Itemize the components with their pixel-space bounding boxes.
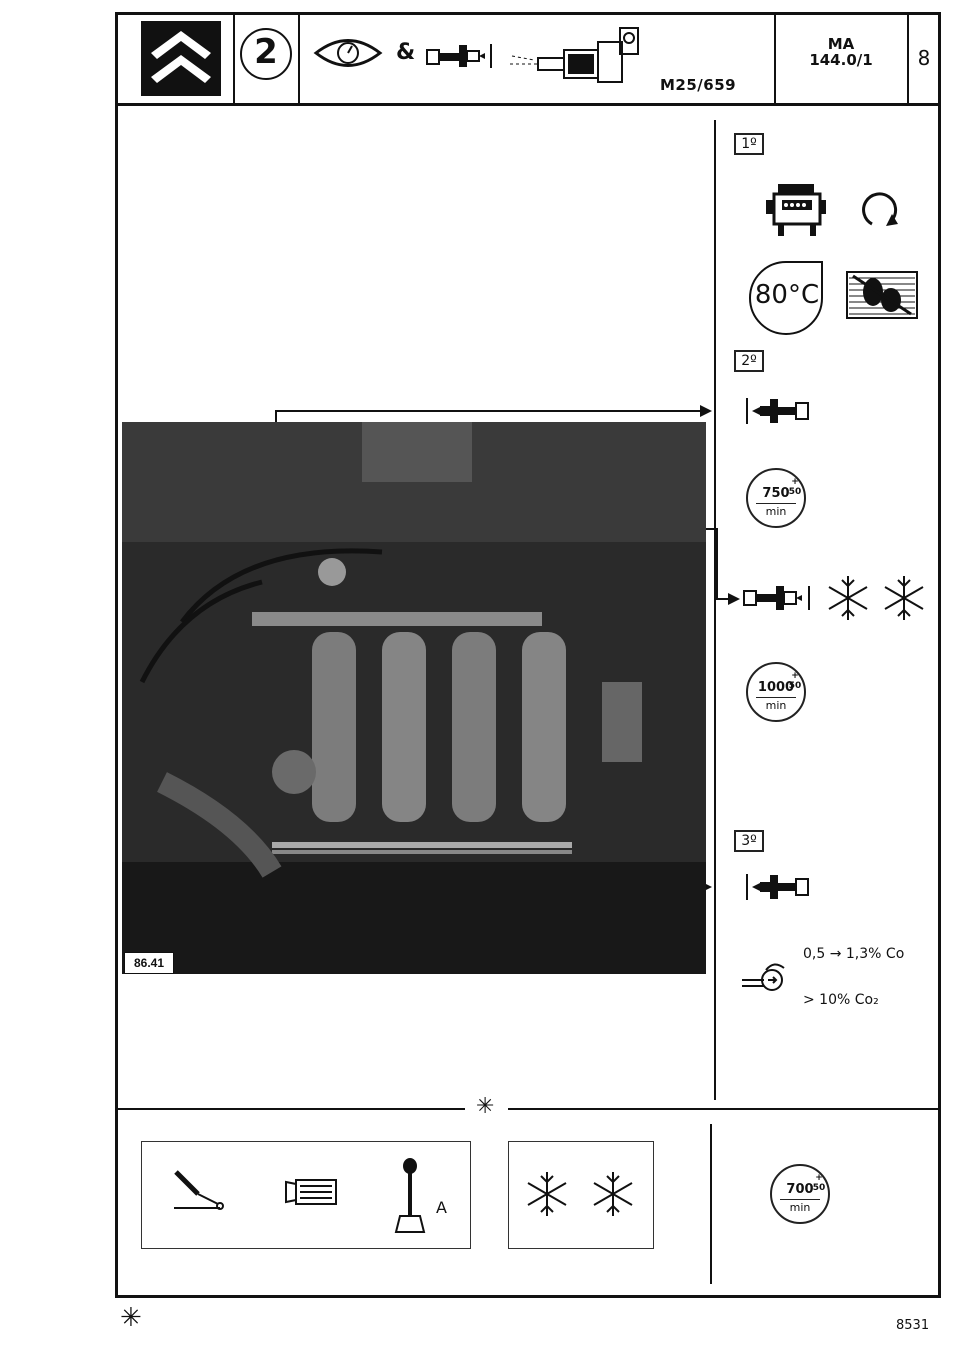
rpm-value: 750	[762, 486, 790, 501]
co2-reading: > 10% Co₂	[803, 992, 879, 1008]
rpm-unit: min	[765, 699, 787, 712]
ampersand: &	[396, 40, 416, 65]
arrow-head	[700, 405, 712, 417]
section-divider	[508, 1108, 941, 1110]
ac-off-box	[508, 1141, 654, 1249]
header-divider	[774, 12, 776, 106]
section-divider	[115, 1108, 465, 1110]
rpm-tolerance: + 50	[788, 477, 802, 497]
idle-screw-icon	[744, 396, 814, 426]
gear-label: A	[436, 1198, 447, 1217]
handbrake-icon	[168, 1168, 228, 1214]
step-number: 2	[254, 32, 278, 72]
reference-code: M25/659	[660, 76, 737, 94]
rpm-tolerance: + 50	[788, 671, 802, 691]
gear-lever-icon	[390, 1156, 430, 1236]
headlight-icon	[282, 1172, 342, 1212]
fan-off-icon	[845, 270, 919, 320]
rpm-value: 1000	[757, 680, 795, 695]
conditions-box: A	[141, 1141, 471, 1249]
snowflake-icon	[824, 574, 872, 622]
rpm-1000-dial: 1000 + 50 min	[746, 662, 806, 722]
engine-icon	[764, 178, 828, 238]
header-bar	[115, 12, 941, 106]
step-3-box: 3º	[734, 830, 764, 852]
rpm-750-dial: 750 + 50 min	[746, 468, 806, 528]
gas-analyser-icon	[740, 958, 796, 998]
eye-gauge-icon	[312, 36, 384, 70]
rpm-unit: min	[789, 1201, 811, 1214]
ma-label: MA	[827, 35, 855, 53]
pointer-line	[716, 598, 730, 600]
engine-photo: 86.41	[122, 422, 706, 974]
snowflake-icon	[589, 1170, 637, 1218]
rpm-value: 700	[786, 1182, 814, 1197]
photo-label: 86.41	[124, 952, 174, 974]
snowflake-icon	[523, 1170, 571, 1218]
page-frame	[115, 12, 941, 1298]
rpm-unit: min	[765, 505, 787, 518]
rpm-700-dial: 700 + 50 min	[770, 1164, 830, 1224]
injector-icon	[508, 24, 658, 86]
mixture-screw-icon	[742, 584, 814, 612]
header-divider	[233, 12, 235, 106]
column-divider	[710, 1124, 712, 1284]
header-divider	[907, 12, 909, 106]
adjusting-screw-icon	[425, 42, 495, 70]
page-number: 8	[917, 46, 931, 70]
arrow-head	[728, 593, 740, 605]
temperature-badge: 80°C	[746, 258, 828, 336]
citroen-logo	[141, 21, 221, 96]
rpm-tolerance: + 50	[812, 1173, 826, 1193]
rotate-icon	[854, 186, 904, 232]
footer-asterisk: ✳	[120, 1303, 142, 1333]
idle-screw-icon	[744, 872, 814, 902]
pointer-line	[275, 410, 705, 412]
ma-block: MA 144.0/1	[776, 36, 906, 68]
step-number-badge: 2	[238, 26, 294, 82]
page-code: 8531	[896, 1318, 930, 1333]
step-2-box: 2º	[734, 350, 764, 372]
step-1-box: 1º	[734, 133, 764, 155]
asterisk-mark: ✳	[476, 1094, 495, 1119]
column-divider	[714, 120, 716, 1100]
temperature-value: 80°C	[754, 280, 820, 310]
snowflake-icon	[880, 574, 928, 622]
ma-code: 144.0/1	[809, 51, 873, 69]
header-divider	[298, 12, 300, 106]
pointer-line	[716, 528, 718, 600]
co-reading: 0,5 → 1,3% Co	[803, 946, 905, 962]
